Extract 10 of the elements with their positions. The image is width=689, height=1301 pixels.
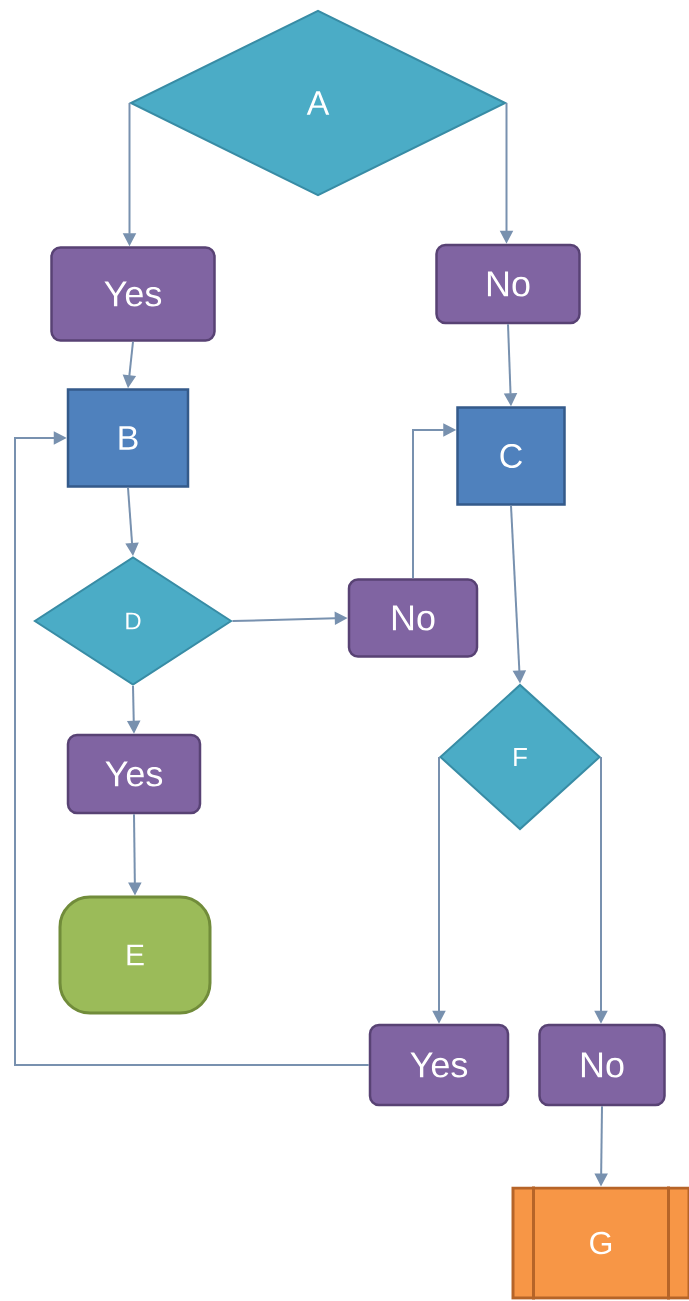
process-box: C xyxy=(456,406,566,506)
answer-box: Yes xyxy=(66,733,202,815)
answer-box: Yes xyxy=(50,246,216,342)
answer-box: No xyxy=(347,578,479,658)
answer-box: No xyxy=(435,243,581,325)
answer-box: Yes xyxy=(368,1023,510,1107)
answer-box: No xyxy=(538,1023,666,1107)
predefined-process-box: G xyxy=(511,1185,689,1301)
process-box: B xyxy=(66,388,190,488)
arrow xyxy=(14,431,370,1066)
